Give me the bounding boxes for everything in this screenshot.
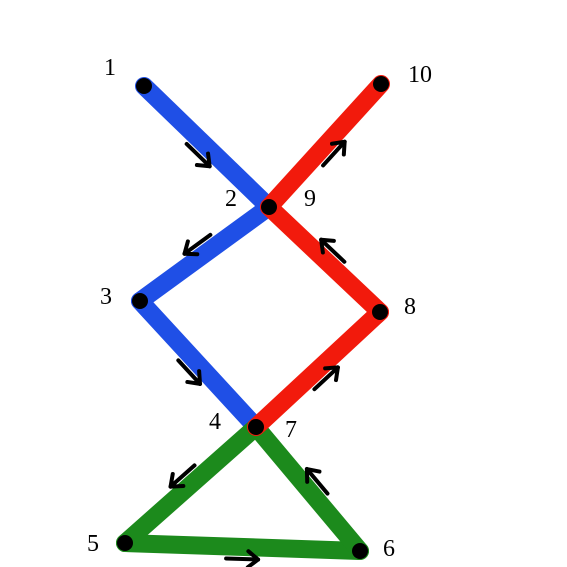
label-node-6: 6 — [383, 536, 395, 562]
edge-2-3 — [131, 198, 278, 310]
arrow-8-9 — [319, 237, 347, 264]
node-4-dot — [248, 419, 264, 435]
nodes-layer — [117, 76, 389, 559]
edge-3-4 — [131, 292, 265, 436]
edge-7-8 — [247, 303, 389, 436]
node-8-dot — [372, 304, 388, 320]
arrow-9-10 — [321, 139, 347, 168]
node-5-dot — [117, 535, 133, 551]
arrow-1-2 — [184, 141, 212, 169]
arrows-layer — [168, 139, 347, 567]
node-2-dot — [261, 199, 277, 215]
arrow-3-4 — [176, 358, 203, 386]
edge-9-10 — [260, 75, 390, 216]
label-node-7: 7 — [285, 417, 297, 443]
node-10-dot — [373, 76, 389, 92]
edge-1-2 — [135, 77, 278, 216]
label-node-9: 9 — [304, 186, 316, 212]
label-node-5: 5 — [87, 531, 99, 557]
node-3-dot — [132, 293, 148, 309]
arrow-5-6 — [224, 549, 261, 567]
label-node-8: 8 — [404, 294, 416, 320]
node-6-dot — [352, 543, 368, 559]
edge-8-9 — [260, 198, 389, 321]
arrow-4-5 — [168, 463, 197, 489]
arrow-6-7 — [304, 467, 330, 496]
edge-4-5 — [116, 418, 265, 552]
label-node-3: 3 — [100, 284, 112, 310]
arrow-2-3 — [182, 232, 213, 257]
edges-layer — [116, 75, 390, 560]
label-node-10: 10 — [408, 62, 432, 88]
label-node-2: 2 — [225, 186, 237, 212]
node-1-dot — [136, 78, 152, 94]
edge-6-7 — [247, 418, 369, 560]
label-node-4: 4 — [209, 409, 221, 435]
arrow-7-8 — [312, 365, 340, 392]
label-node-1: 1 — [104, 55, 116, 81]
edge-5-6 — [116, 534, 369, 560]
